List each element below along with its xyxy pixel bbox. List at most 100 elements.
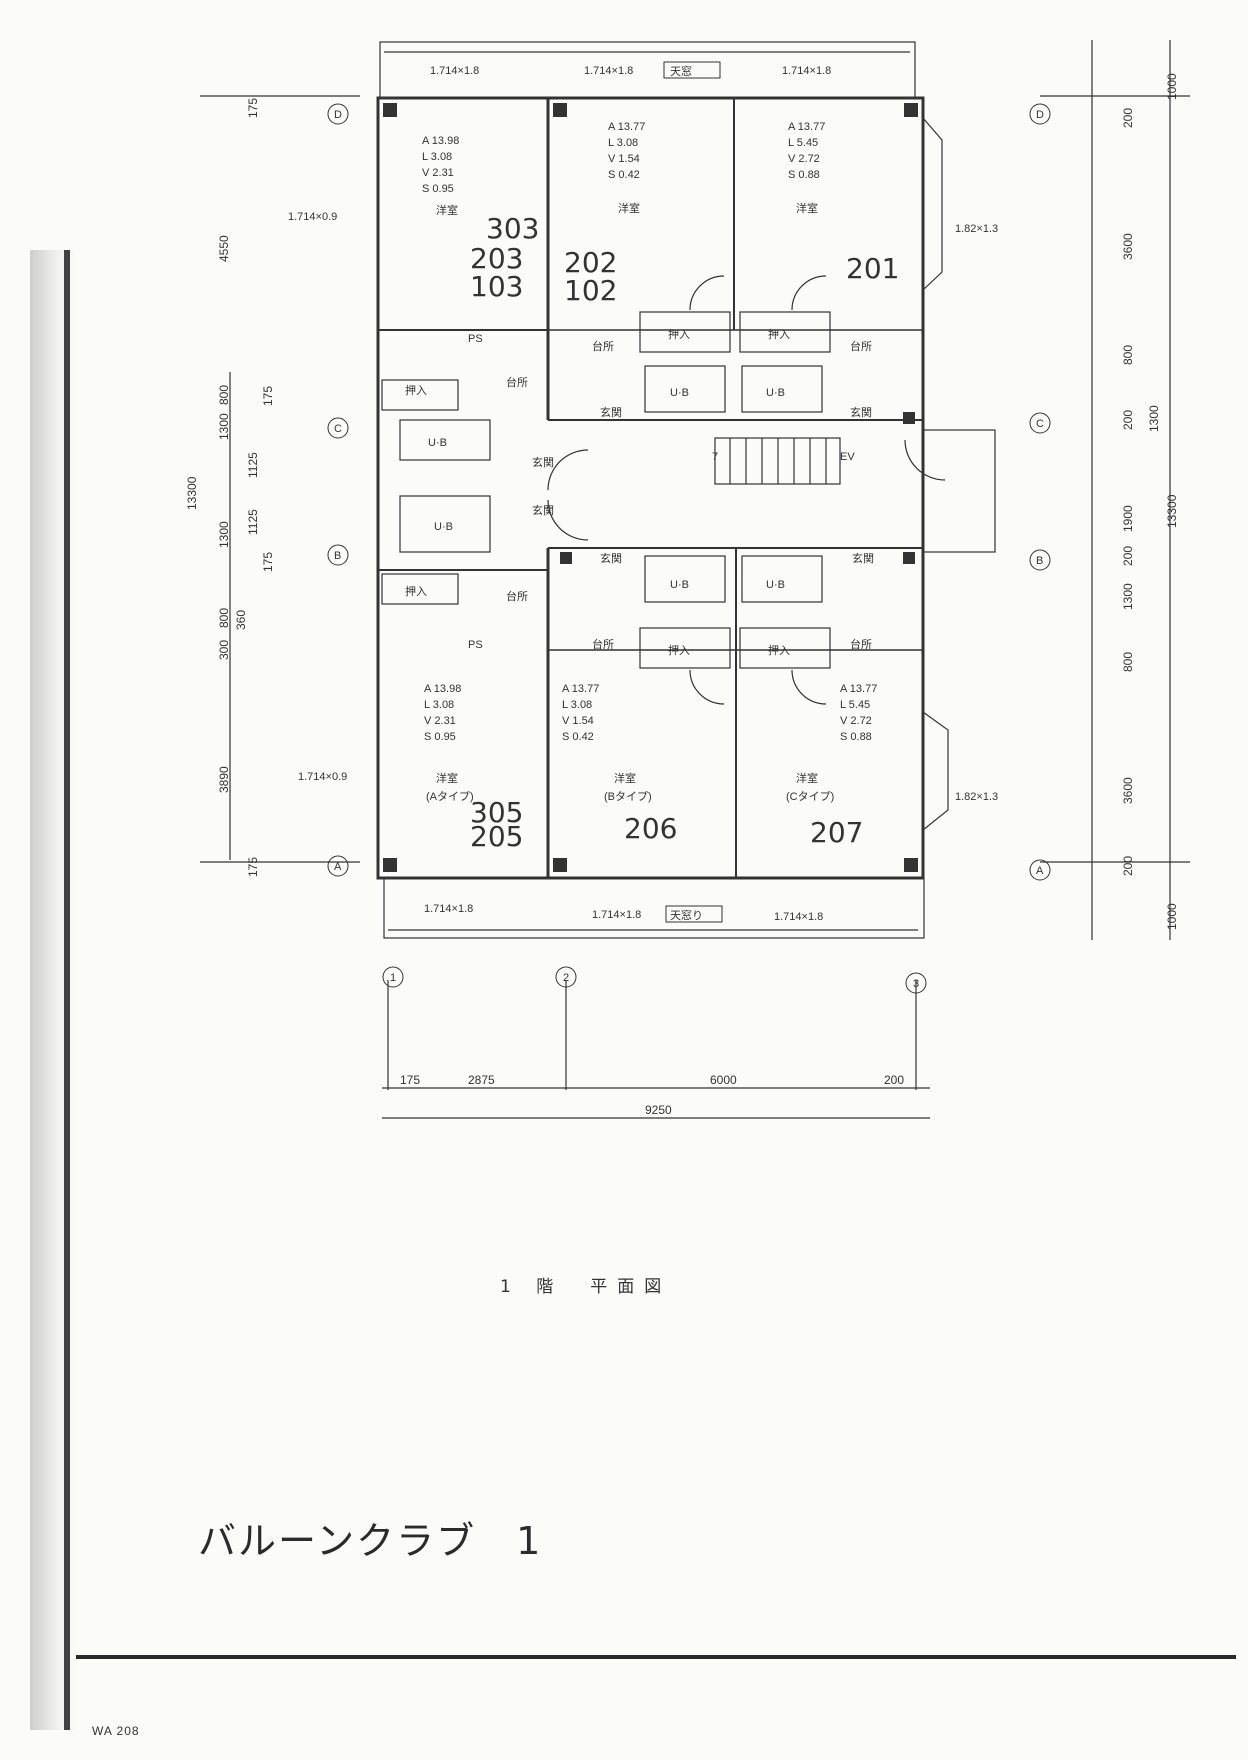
closet-203 — [381, 379, 459, 411]
unit-305-V: V 2.31 — [424, 715, 456, 727]
fixture-closet-2: 押入 — [405, 584, 427, 598]
dim-left-11: 300 — [217, 640, 231, 660]
dim-right-total: 13300 — [1165, 494, 1179, 528]
dim-left-7: 1300 — [217, 521, 231, 548]
fixture-closet-5: 押入 — [668, 643, 690, 657]
grid-row-A-right: A — [1036, 865, 1044, 877]
dim-right-0: 1000 — [1165, 73, 1179, 100]
tags: 天窓 天窓り — [663, 61, 723, 923]
dim-left-5: 1125 — [246, 452, 260, 478]
entrance-annex — [922, 429, 996, 553]
unit-206-type: (Bタイプ) — [604, 790, 652, 803]
unit-206-S: S 0.42 — [562, 731, 594, 743]
handwritten-note: バルーンクラブ 1 — [198, 1519, 543, 1563]
window-label-9: 1.714×1.8 — [774, 911, 823, 923]
fixture-kitchen-1: 台所 — [506, 375, 528, 389]
unit-201-area: A 13.77 — [788, 121, 825, 133]
dim-right-4: 200 — [1121, 410, 1135, 430]
dim-left-3: 175 — [261, 386, 275, 406]
dim-right-6: 1900 — [1121, 505, 1135, 532]
window-label-7: 1.714×1.8 — [424, 903, 473, 915]
dim-left-0: 175 — [246, 98, 260, 118]
grid-row-A-left: A — [334, 861, 342, 873]
fixture-kitchen-2: 台所 — [506, 589, 528, 603]
unit-number-207: 207 — [810, 816, 863, 849]
fixture-entry-6: 玄関 — [852, 551, 874, 565]
fixture-entry-3: 玄関 — [600, 405, 622, 419]
unit-number-303: 303 — [486, 212, 539, 245]
dim-right-2: 3600 — [1121, 233, 1135, 260]
fixture-closet-3: 押入 — [668, 327, 690, 341]
fixture-kitchen-3: 台所 — [592, 339, 614, 353]
unit-305-area: A 13.98 — [424, 683, 461, 695]
unit-number-305: 305 — [470, 796, 523, 829]
dims-left: 175 4550 800 175 1300 1125 1125 1300 175… — [185, 98, 275, 877]
dim-bottom-1: 2875 — [468, 1073, 495, 1087]
unit-207-block: A 13.77 L 5.45 V 2.72 S 0.88 洋室 (Cタイプ) 2… — [786, 683, 877, 849]
dim-right-3: 800 — [1121, 345, 1135, 365]
dims-right: 1000 200 3600 800 200 1300 1900 200 1300… — [1121, 73, 1179, 930]
unit-201-V: V 2.72 — [788, 153, 820, 165]
dim-left-6: 1125 — [246, 509, 260, 535]
fixture-closet-1: 押入 — [405, 383, 427, 397]
unit-202-S: S 0.42 — [608, 169, 640, 181]
fixture-ev: EV — [840, 451, 855, 463]
fixture-ps-2: PS — [468, 639, 483, 651]
unit-202-area: A 13.77 — [608, 121, 645, 133]
closet-202 — [639, 311, 731, 353]
fixtures: U·B U·B U·B U·B U·B U·B 押入 押入 押入 押入 押入 押… — [405, 327, 874, 657]
window-labels: 1.714×1.8 1.714×1.8 1.714×1.8 1.714×0.9 … — [288, 65, 998, 923]
grid-row-B-right: B — [1036, 555, 1043, 567]
unit-206-area: A 13.77 — [562, 683, 599, 695]
tag-skylight-top: 天窓 — [670, 64, 692, 78]
dim-right-5: 1300 — [1147, 405, 1161, 432]
unit-202-L: L 3.08 — [608, 137, 638, 149]
fixture-kitchen-5: 台所 — [592, 637, 614, 651]
fixture-kitchen-6: 台所 — [850, 637, 872, 651]
dim-bottom-total: 9250 — [645, 1103, 672, 1117]
unit-207-S: S 0.88 — [840, 731, 872, 743]
window-label-8: 1.714×1.8 — [592, 909, 641, 921]
unit-303-S: S 0.95 — [422, 183, 454, 195]
window-label-2: 1.714×1.8 — [782, 65, 831, 77]
fixture-ub-6: U·B — [766, 579, 785, 591]
dim-right-8: 1300 — [1121, 583, 1135, 610]
building-outline — [376, 96, 925, 880]
ub-202 — [644, 365, 726, 413]
dim-left-4: 1300 — [217, 413, 231, 440]
unit-303-L: L 3.08 — [422, 151, 452, 163]
fixture-ub-3: U·B — [670, 387, 689, 399]
unit-number-202: 202 — [564, 246, 617, 279]
unit-202-V: V 1.54 — [608, 153, 640, 165]
fixture-ub-4: U·B — [766, 387, 785, 399]
grid-col-1: 1 — [390, 972, 396, 984]
dim-left-2: 800 — [217, 385, 231, 405]
ub-left-top — [399, 419, 491, 461]
unit-303-room: 洋室 — [436, 203, 458, 217]
dim-right-11: 200 — [1121, 856, 1135, 876]
bay-window-201 — [922, 117, 943, 291]
stair — [714, 437, 841, 485]
grid-row-B-left: B — [334, 550, 341, 562]
drawing-title: 1 階 平面図 — [500, 1277, 672, 1297]
grid-col-3: 3 — [913, 978, 919, 990]
fixture-ps-1: PS — [468, 333, 483, 345]
unit-201-block: A 13.77 L 5.45 V 2.72 S 0.88 洋室 201 — [788, 121, 899, 285]
fixture-entry-2: 玄関 — [532, 503, 554, 517]
unit-305-S: S 0.95 — [424, 731, 456, 743]
dim-bottom-3: 200 — [884, 1073, 904, 1087]
dim-left-total: 13300 — [185, 476, 199, 510]
unit-206-V: V 1.54 — [562, 715, 594, 727]
unit-206-block: A 13.77 L 3.08 V 1.54 S 0.42 洋室 (Bタイプ) 2… — [562, 683, 677, 845]
unit-207-area: A 13.77 — [840, 683, 877, 695]
unit-207-room: 洋室 — [796, 771, 818, 785]
window-label-0: 1.714×1.8 — [430, 65, 479, 77]
unit-207-type: (Cタイプ) — [786, 790, 834, 803]
grid-row-D-right: D — [1036, 109, 1044, 121]
unit-number-201: 201 — [846, 252, 899, 285]
fixture-closet-4: 押入 — [768, 327, 790, 341]
fixture-stair-number: 7 — [712, 451, 718, 463]
window-label-5: 1.714×0.9 — [298, 771, 347, 783]
